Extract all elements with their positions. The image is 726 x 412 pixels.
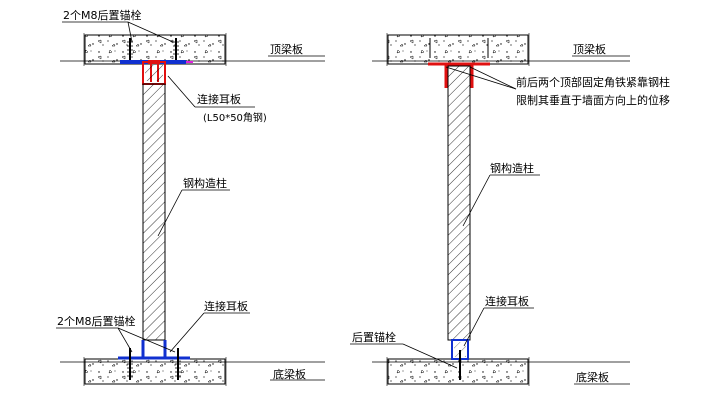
left-top-anchor-bolt-2 — [173, 38, 179, 64]
right-detail: 顶梁板 前后两个顶部固定角铁紧靠钢柱 限制其垂直于墙面方向上的位移 钢构造柱 连… — [350, 33, 670, 386]
left-ear-plate-spec: (L50*50角钢) — [203, 111, 267, 124]
left-bottom-anchor-bolt-2 — [175, 348, 181, 380]
right-column-label: 钢构造柱 — [490, 161, 534, 175]
left-ear-plate-label: 连接耳板 — [197, 92, 241, 106]
right-anchor-label: 后置锚栓 — [352, 330, 396, 344]
right-top-slab — [387, 34, 529, 65]
left-top-slab — [84, 34, 226, 65]
right-note-line-2: 限制其垂直于墙面方向上的位移 — [516, 93, 670, 107]
right-steel-column — [447, 65, 471, 341]
left-bottom-anchor-bolt-1 — [127, 348, 133, 380]
left-detail: 2个M8后置锚栓 顶梁板 连接耳板 (L50*50角钢) 钢构造柱 连接耳板 2… — [56, 8, 325, 386]
left-top-anchor-bolt-1 — [127, 38, 133, 64]
left-top-slab-label: 顶梁板 — [270, 42, 303, 56]
right-bottom-slab-label: 底梁板 — [576, 370, 609, 384]
left-bottom-slab-label: 底梁板 — [273, 367, 306, 381]
left-bottom-ear-plate-label: 连接耳板 — [204, 299, 248, 313]
left-bottom-ear-plates — [118, 340, 190, 360]
left-steel-column — [142, 83, 166, 341]
right-note-line-1: 前后两个顶部固定角铁紧靠钢柱 — [516, 75, 670, 89]
right-top-slab-label: 顶梁板 — [573, 42, 606, 56]
left-bottom-anchor-label: 2个M8后置锚栓 — [57, 314, 136, 328]
left-top-anchor-label: 2个M8后置锚栓 — [63, 8, 142, 22]
left-bottom-slab — [84, 358, 226, 385]
right-ear-plate-label: 连接耳板 — [485, 294, 529, 308]
right-bottom-slab — [387, 358, 529, 385]
left-column-label: 钢构造柱 — [183, 176, 227, 190]
